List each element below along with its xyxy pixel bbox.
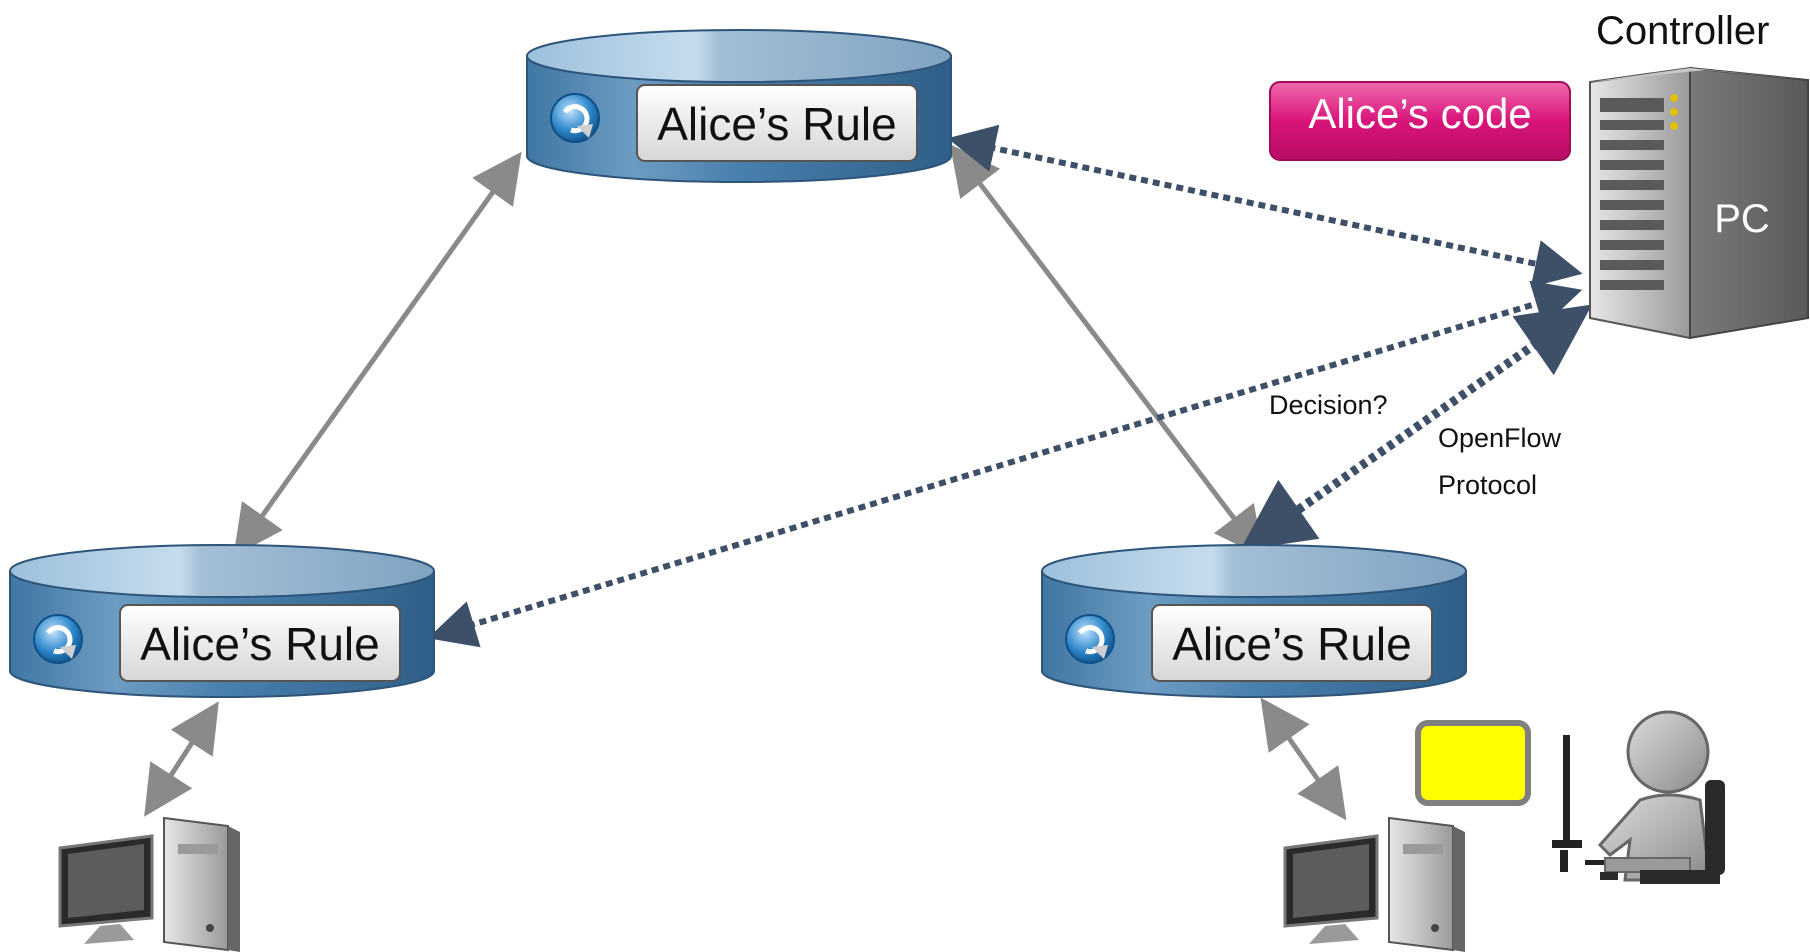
- switch-logo-icon: [33, 614, 83, 664]
- link-right-host: [1260, 697, 1347, 821]
- desktop-computer-icon[interactable]: [58, 816, 240, 952]
- link-top-left: [233, 151, 522, 557]
- code-badge-label: Alice’s code: [1308, 90, 1531, 137]
- switch-top[interactable]: Alice’s Rule: [526, 29, 952, 183]
- rule-box: [1151, 604, 1433, 682]
- switch-logo-icon: [550, 93, 600, 143]
- user-screen-highlight: [1415, 720, 1531, 806]
- rule-box: [119, 604, 401, 682]
- server-label: PC: [1714, 197, 1770, 241]
- switch-logo-icon: [1065, 614, 1115, 664]
- control-link-right: [1239, 304, 1593, 551]
- protocol-label-line1: OpenFlow: [1438, 423, 1562, 453]
- code-badge[interactable]: Alice’s code: [1269, 81, 1571, 161]
- desktop-computer-icon[interactable]: [1283, 816, 1465, 952]
- decision-label: Decision?: [1269, 390, 1388, 420]
- rule-label: Alice’s Rule: [140, 618, 379, 670]
- link-top-right: [949, 144, 1265, 558]
- rule-label: Alice’s Rule: [657, 98, 896, 150]
- server-tower-icon[interactable]: PC: [1589, 66, 1809, 340]
- rule-box: [636, 84, 918, 162]
- switch-right[interactable]: Alice’s Rule: [1041, 544, 1467, 698]
- user-at-computer-icon: [1552, 710, 1725, 884]
- data-links: [144, 144, 1347, 821]
- link-left-host: [144, 701, 219, 817]
- rule-label: Alice’s Rule: [1172, 618, 1411, 670]
- protocol-label-line2: Protocol: [1438, 470, 1537, 500]
- control-links: [427, 124, 1593, 648]
- controller-title: Controller: [1596, 9, 1769, 53]
- switch-left[interactable]: Alice’s Rule: [9, 544, 435, 698]
- control-link-top: [947, 124, 1583, 288]
